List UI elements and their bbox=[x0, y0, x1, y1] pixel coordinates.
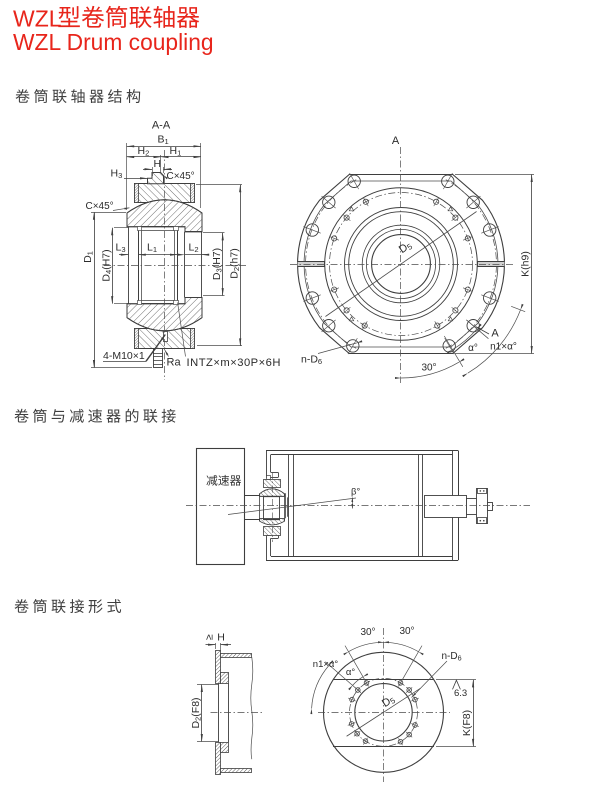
svg-text:H1: H1 bbox=[170, 145, 182, 158]
svg-text:K(F8): K(F8) bbox=[461, 710, 473, 736]
svg-text:H3: H3 bbox=[111, 167, 123, 180]
svg-text:≥: ≥ bbox=[203, 634, 215, 640]
svg-text:α°: α° bbox=[468, 343, 478, 354]
svg-text:B1: B1 bbox=[158, 134, 169, 147]
svg-text:n-D6: n-D6 bbox=[442, 651, 462, 663]
svg-text:30°: 30° bbox=[421, 363, 436, 374]
svg-text:H: H bbox=[217, 631, 225, 643]
svg-text:30°: 30° bbox=[360, 627, 375, 638]
svg-text:4-M10×1: 4-M10×1 bbox=[103, 350, 145, 362]
svg-text:D1: D1 bbox=[82, 251, 95, 263]
svg-text:A: A bbox=[392, 135, 400, 147]
svg-text:D2(h7): D2(h7) bbox=[228, 248, 241, 279]
svg-text:L1: L1 bbox=[147, 242, 157, 255]
svg-text:WZL: WZL bbox=[13, 6, 62, 32]
svg-text:D3(H7): D3(H7) bbox=[211, 248, 224, 280]
svg-text:H2: H2 bbox=[138, 145, 150, 158]
svg-text:30°: 30° bbox=[399, 626, 414, 637]
svg-text:n-D6: n-D6 bbox=[301, 354, 322, 367]
svg-text:C×45°: C×45° bbox=[86, 201, 114, 212]
svg-text:Ra: Ra bbox=[167, 357, 182, 369]
svg-text:D2(F8): D2(F8) bbox=[190, 697, 203, 728]
svg-text:L2: L2 bbox=[189, 242, 199, 255]
svg-text:D4(H7): D4(H7) bbox=[100, 249, 113, 281]
svg-text:A: A bbox=[491, 328, 499, 340]
svg-text:L3: L3 bbox=[116, 242, 126, 255]
svg-text:C×45°: C×45° bbox=[167, 171, 195, 182]
svg-text:K(h9): K(h9) bbox=[520, 251, 532, 277]
svg-text:WZL Drum coupling: WZL Drum coupling bbox=[13, 29, 214, 55]
svg-text:n1×α°: n1×α° bbox=[313, 659, 339, 670]
svg-text:6.3: 6.3 bbox=[454, 688, 467, 699]
svg-text:H: H bbox=[154, 158, 162, 170]
svg-text:INTZ×m×30P×6H: INTZ×m×30P×6H bbox=[187, 357, 281, 369]
svg-text:A-A: A-A bbox=[152, 120, 171, 132]
svg-text:n1×α°: n1×α° bbox=[490, 342, 517, 353]
svg-text:α°: α° bbox=[346, 667, 355, 678]
svg-text:β°: β° bbox=[351, 487, 360, 498]
